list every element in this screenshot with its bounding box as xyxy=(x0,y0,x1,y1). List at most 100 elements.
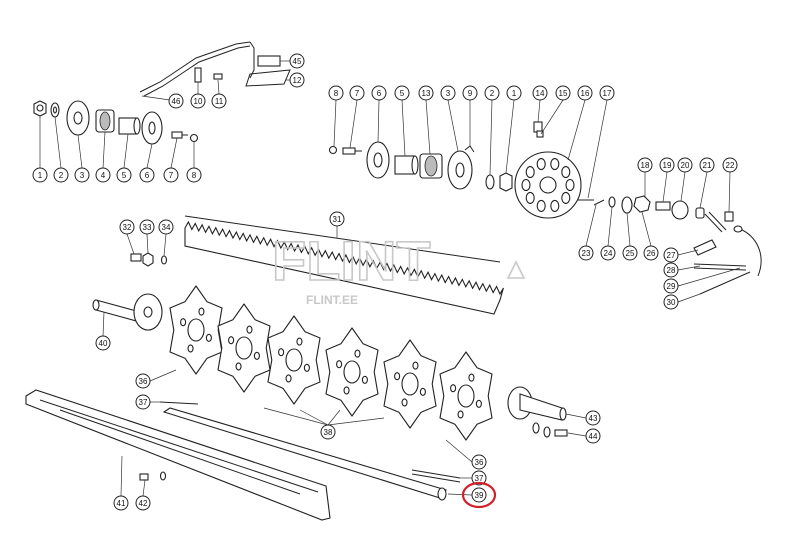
callout-number: 1 xyxy=(38,171,43,180)
callout-circle xyxy=(722,157,738,173)
callout-number: 5 xyxy=(400,89,405,98)
sprocket-hole xyxy=(521,178,531,192)
star-disc xyxy=(217,303,271,393)
callout-44: 44 xyxy=(585,428,601,444)
callout-19: 19 xyxy=(659,157,675,173)
callout-number: 45 xyxy=(293,57,302,66)
callout-number: 30 xyxy=(667,298,676,307)
callout-circle xyxy=(394,85,410,101)
callout-32: 32 xyxy=(119,219,135,235)
callout-21: 21 xyxy=(699,157,715,173)
callout-36: 36 xyxy=(471,454,487,470)
callout-14: 14 xyxy=(532,85,548,101)
callout-circle xyxy=(139,167,155,183)
callout-23: 23 xyxy=(578,245,594,261)
callout-31: 31 xyxy=(329,211,345,227)
callout-42: 42 xyxy=(135,495,151,511)
callout-4: 4 xyxy=(95,167,111,183)
callout-number: 5 xyxy=(122,171,127,180)
callout-number: 26 xyxy=(647,249,656,258)
callout-46: 46 xyxy=(168,93,184,109)
callout-circle xyxy=(585,428,601,444)
callout-1: 1 xyxy=(506,85,522,101)
callout-circle xyxy=(289,53,305,69)
callout-number: 34 xyxy=(162,223,171,232)
callout-circle xyxy=(371,85,387,101)
star-disc xyxy=(383,339,437,429)
callout-circle xyxy=(506,85,522,101)
callout-22: 22 xyxy=(722,157,738,173)
callout-8: 8 xyxy=(186,167,202,183)
callout-8: 8 xyxy=(328,85,344,101)
callout-circle xyxy=(135,373,151,389)
callout-circle xyxy=(663,262,679,278)
callout-number: 15 xyxy=(559,89,568,98)
callout-18: 18 xyxy=(637,157,653,173)
callout-number: 41 xyxy=(117,499,126,508)
callout-number: 19 xyxy=(663,161,672,170)
callout-number: 7 xyxy=(355,89,360,98)
callout-number: 4 xyxy=(101,171,106,180)
callout-number: 6 xyxy=(377,89,382,98)
callout-1: 1 xyxy=(32,167,48,183)
watermark-logo: FLINT xyxy=(272,229,431,292)
callout-17: 17 xyxy=(599,85,615,101)
callout-5: 5 xyxy=(394,85,410,101)
callout-15: 15 xyxy=(555,85,571,101)
callout-2: 2 xyxy=(484,85,500,101)
callout-circle xyxy=(663,278,679,294)
callout-27: 27 xyxy=(663,247,679,263)
callout-circle xyxy=(637,157,653,173)
tensioner-assembly xyxy=(585,171,762,303)
lever-assembly xyxy=(139,41,291,101)
callout-number: 8 xyxy=(334,89,339,98)
callout-24: 24 xyxy=(600,245,616,261)
callout-circle xyxy=(53,167,69,183)
callout-3: 3 xyxy=(440,85,456,101)
callout-number: 14 xyxy=(536,89,545,98)
callout-number: 42 xyxy=(139,499,148,508)
callout-number: 18 xyxy=(641,161,650,170)
callout-number: 22 xyxy=(726,161,735,170)
callout-37: 37 xyxy=(471,470,487,486)
callout-circle xyxy=(622,245,638,261)
callout-10: 10 xyxy=(190,93,206,109)
callout-6: 6 xyxy=(371,85,387,101)
star-disc xyxy=(267,315,321,405)
callout-circle xyxy=(577,85,593,101)
callout-40: 40 xyxy=(95,335,111,351)
callout-circle xyxy=(289,72,305,88)
callout-number: 2 xyxy=(59,171,64,180)
callout-number: 38 xyxy=(324,428,333,437)
callout-circle xyxy=(32,167,48,183)
callout-circle xyxy=(643,245,659,261)
callout-circle xyxy=(163,167,179,183)
callout-circle xyxy=(119,219,135,235)
callout-number: 7 xyxy=(169,171,174,180)
callout-circle xyxy=(677,157,693,173)
callout-number: 36 xyxy=(475,458,484,467)
callout-36: 36 xyxy=(135,373,151,389)
callout-number: 13 xyxy=(422,89,431,98)
callout-11: 11 xyxy=(211,93,227,109)
callout-number: 16 xyxy=(581,89,590,98)
callout-circle xyxy=(190,93,206,109)
callout-29: 29 xyxy=(663,278,679,294)
callout-number: 46 xyxy=(172,97,181,106)
flint-watermark: FLINT FLINT.EE xyxy=(271,228,526,307)
callout-number: 37 xyxy=(475,474,484,483)
star-disc xyxy=(325,327,379,417)
callout-number: 40 xyxy=(99,339,108,348)
callout-33: 33 xyxy=(139,219,155,235)
callout-number: 31 xyxy=(333,215,342,224)
callout-circle xyxy=(532,85,548,101)
callout-number: 20 xyxy=(681,161,690,170)
callout-circle xyxy=(418,85,434,101)
callout-circle xyxy=(585,410,601,426)
callout-39: 39 xyxy=(471,487,487,503)
callout-number: 32 xyxy=(123,223,132,232)
callout-28: 28 xyxy=(663,262,679,278)
